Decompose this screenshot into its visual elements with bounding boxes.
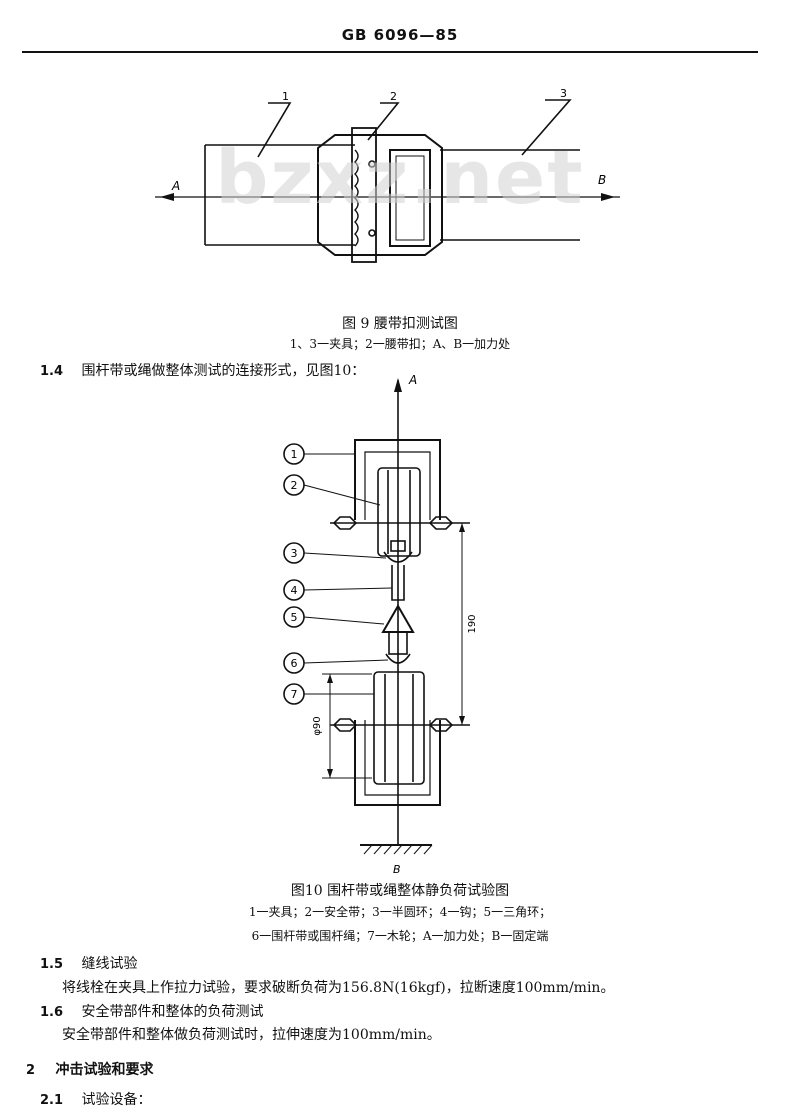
section-title: 安全带部件和整体的负荷测试 — [81, 1004, 264, 1020]
fig10-callout-2: 2 — [291, 479, 298, 492]
section-2-heading: 2 冲击试验和要求 — [26, 1059, 154, 1079]
section-number: 1.4 — [40, 364, 64, 379]
section-number: 1.6 — [40, 1005, 64, 1020]
fig10-callout-5: 5 — [291, 611, 298, 624]
figure-9-buckle-diagram: 1 2 3 A B — [155, 87, 620, 263]
section-1-6-body: 安全带部件和整体做负荷测试时，拉伸速度为100mm/min。 — [62, 1027, 441, 1043]
figure-9-legend: 1、3一夹具；2一腰带扣；A、B一加力处 — [289, 337, 511, 351]
section-text: 围杆带或绳做整体测试的连接形式，见图10： — [81, 363, 366, 379]
section-number: 2.1 — [40, 1093, 64, 1108]
fig10-callout-3: 3 — [291, 547, 298, 560]
figure-10-legend-line-1: 1一夹具；2一安全带；3一半圆环；4一钩；5一三角环； — [248, 905, 552, 919]
figure-10-legend-line-2: 6一围杆带或围杆绳；7一木轮；A一加力处；B一固定端 — [251, 929, 549, 943]
figure-9-caption: 图 9 腰带扣测试图 — [342, 316, 458, 332]
section-2-1-heading: 2.1 试验设备： — [40, 1089, 151, 1109]
fig9-label-2: 2 — [390, 90, 397, 103]
section-1-4: 1.4 围杆带或绳做整体测试的连接形式，见图10： — [40, 360, 365, 380]
section-title: 冲击试验和要求 — [55, 1062, 154, 1078]
header-rule — [22, 51, 758, 53]
fig10-label-b: B — [393, 863, 401, 875]
section-1-5-body: 将线栓在夹具上作拉力试验，要求破断负荷为156.8N(16kgf)，拉断速度10… — [62, 980, 615, 996]
fig9-label-b: B — [598, 173, 606, 187]
section-1-5-heading: 1.5 缝线试验 — [40, 953, 137, 973]
section-number: 2 — [26, 1063, 36, 1078]
fig10-callout-6: 6 — [291, 657, 298, 670]
section-title: 试验设备： — [81, 1092, 152, 1108]
figure-10-static-load-diagram: A B 1 2 3 4 5 6 7 190 φ90 — [283, 373, 478, 875]
fig10-dim-190: 190 — [467, 614, 478, 633]
section-number: 1.5 — [40, 957, 64, 972]
section-1-6-heading: 1.6 安全带部件和整体的负荷测试 — [40, 1001, 263, 1021]
fig9-label-3: 3 — [560, 87, 567, 100]
watermark: bzxz.net — [215, 135, 585, 221]
fig10-callout-1: 1 — [291, 448, 298, 461]
fig9-label-1: 1 — [282, 90, 289, 103]
fig10-callout-7: 7 — [291, 688, 298, 701]
figure-10-caption: 图10 围杆带或绳整体静负荷试验图 — [290, 883, 510, 899]
section-title: 缝线试验 — [81, 956, 138, 972]
fig10-dim-diameter: φ90 — [312, 716, 323, 735]
fig10-label-a: A — [408, 373, 417, 387]
fig9-label-a: A — [171, 179, 180, 193]
standard-code-header: GB 6096—85 — [341, 26, 459, 44]
fig10-callout-4: 4 — [291, 584, 298, 597]
